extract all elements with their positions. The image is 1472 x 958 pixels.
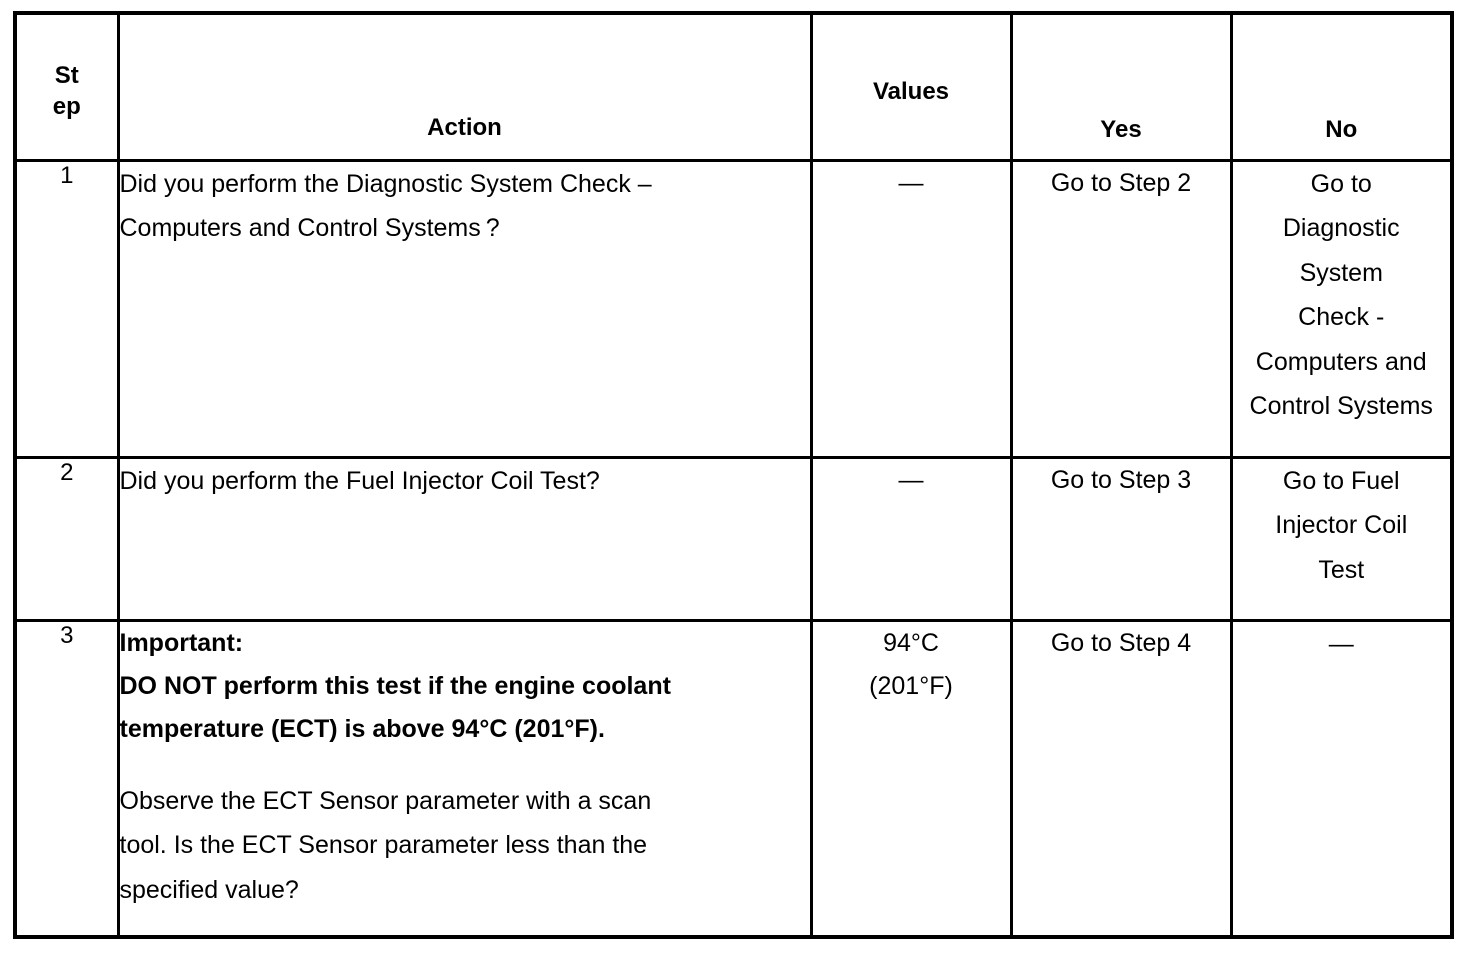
action-line: Did you perform the Fuel Injector Coil T…	[119, 466, 600, 495]
step-number: 3	[60, 621, 74, 649]
action-line: Computers and Control Systems ?	[119, 214, 500, 242]
action-cell: Did you perform the Fuel Injector Coil T…	[116, 455, 813, 622]
yes-cell: Go to Step 2	[1009, 158, 1233, 459]
column-header-yes-text: Yes	[1100, 116, 1142, 143]
step-number-cell: 3	[13, 618, 120, 939]
no-text-line: Go to	[1310, 169, 1372, 198]
yes-text: Go to Step 4	[1050, 628, 1192, 657]
no-text-line: Computers and	[1255, 347, 1427, 376]
column-header-values: Values	[809, 11, 1013, 162]
values-cell: 94°C (201°F)	[809, 618, 1013, 939]
yes-cell: Go to Step 3	[1009, 455, 1233, 622]
no-text-line: Test	[1318, 555, 1365, 584]
table-row: 3 Important: DO NOT perform this test if…	[13, 618, 1454, 939]
yes-text: Go to Step 2	[1050, 168, 1192, 197]
values-cell: —	[809, 158, 1013, 459]
no-text: —	[1328, 629, 1354, 658]
no-text: Go to Fuel Injector Coil Test	[1233, 459, 1451, 593]
no-text-line: Injector Coil	[1275, 511, 1408, 539]
values-cell: —	[809, 455, 1013, 622]
action-cell: Did you perform the Diagnostic System Ch…	[116, 158, 813, 459]
no-cell: —	[1229, 618, 1454, 939]
table-header-row: St ep Action Values Yes No	[13, 11, 1454, 162]
values-text: —	[898, 168, 924, 197]
action-cell: Important: DO NOT perform this test if t…	[116, 618, 813, 939]
step-number: 1	[60, 161, 74, 189]
no-text-line: Go to Fuel	[1282, 466, 1400, 495]
column-header-step-line2: ep	[52, 92, 81, 120]
values-text-line: 94°C	[883, 628, 939, 657]
action-line: Observe the ECT Sensor parameter with a …	[119, 786, 652, 815]
important-label: Important:	[119, 628, 244, 657]
values-text: 94°C (201°F)	[813, 622, 1010, 710]
column-header-no-text: No	[1325, 116, 1358, 143]
step-number-cell: 1	[13, 158, 120, 459]
no-text-line: Check -	[1298, 303, 1385, 331]
step-number: 2	[60, 458, 74, 486]
column-header-action-text: Action	[427, 114, 502, 141]
yes-cell: Go to Step 4	[1009, 618, 1233, 939]
table-row: 2 Did you perform the Fuel Injector Coil…	[13, 455, 1454, 622]
no-text-line: System	[1299, 258, 1383, 287]
column-header-yes: Yes	[1009, 11, 1233, 162]
action-line: tool. Is the ECT Sensor parameter less t…	[119, 831, 648, 859]
action-line: specified value?	[119, 875, 299, 904]
column-header-step-text: St ep	[17, 61, 117, 122]
no-text-line: Diagnostic	[1282, 214, 1400, 242]
action-line: Did you perform the Diagnostic System Ch…	[119, 169, 652, 198]
diagnostic-steps-table: St ep Action Values Yes No	[13, 11, 1454, 939]
values-text-line: (201°F)	[869, 672, 953, 701]
no-text-line: Control Systems	[1249, 392, 1433, 420]
column-header-no: No	[1229, 11, 1454, 162]
values-text: —	[898, 465, 924, 494]
no-text: Go to Diagnostic System Check - Computer…	[1233, 162, 1451, 429]
no-cell: Go to Fuel Injector Coil Test	[1229, 455, 1454, 622]
column-header-action: Action	[116, 11, 813, 162]
paragraph-spacer	[120, 751, 810, 779]
important-notice: Important: DO NOT perform this test if t…	[120, 622, 810, 751]
column-header-step: St ep	[13, 11, 120, 162]
column-header-values-text: Values	[872, 78, 950, 105]
important-line: temperature (ECT) is above 94°C (201°F).	[119, 714, 605, 743]
no-cell: Go to Diagnostic System Check - Computer…	[1229, 158, 1454, 459]
important-line: DO NOT perform this test if the engine c…	[119, 671, 671, 700]
step-number-cell: 2	[13, 455, 120, 622]
yes-text: Go to Step 3	[1050, 465, 1192, 494]
table-row: 1 Did you perform the Diagnostic System …	[13, 158, 1454, 459]
column-header-step-line1: St	[54, 62, 79, 89]
